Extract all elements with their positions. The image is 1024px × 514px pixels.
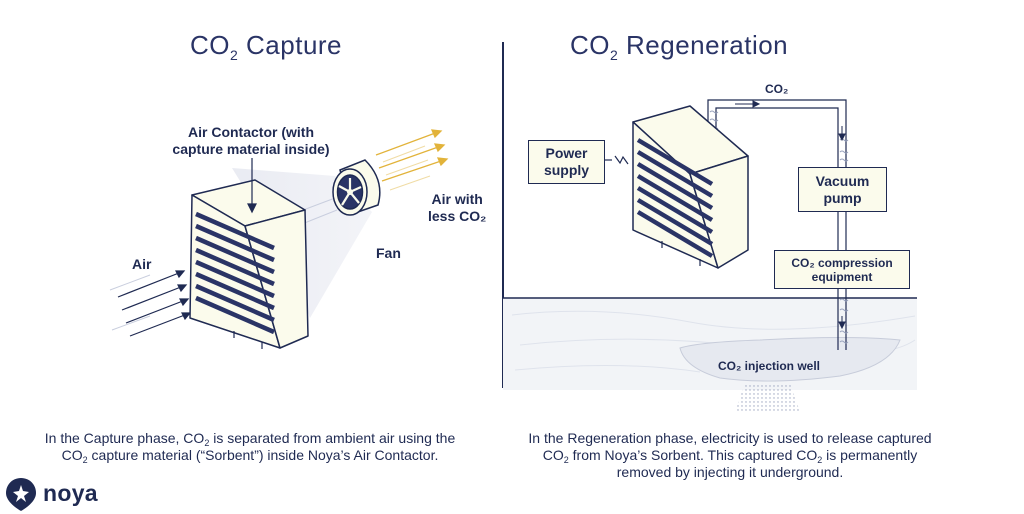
co2-pipe-label: CO₂	[765, 82, 789, 96]
noya-logo: noya	[6, 476, 98, 510]
outgoing-air-arrows	[375, 129, 449, 182]
pipeline-arrows	[735, 100, 846, 330]
capture-title: CO2 Capture	[190, 30, 343, 63]
air-contactor-pointer	[247, 158, 257, 214]
panel-divider	[502, 42, 504, 388]
regeneration-title: CO2 Regeneration	[570, 30, 789, 63]
regeneration-contactor-unit	[632, 105, 749, 269]
air-out-label: Air with less CO₂	[428, 191, 487, 224]
noya-logo-icon	[6, 478, 36, 511]
injection-well-label: CO₂ injection well	[718, 359, 821, 373]
air-label: Air	[132, 256, 152, 272]
co2-pipeline	[707, 99, 847, 350]
power-connector	[605, 155, 629, 165]
noya-logo-icon-space	[6, 476, 37, 510]
fan-unit	[332, 159, 381, 216]
faint-out-lines	[382, 145, 431, 191]
capture-caption: In the Capture phase, CO2 is separated f…	[44, 430, 456, 465]
regeneration-caption: In the Regeneration phase, electricity i…	[528, 430, 932, 480]
brand-name: noya	[43, 479, 98, 506]
incoming-air-arrows	[117, 270, 192, 337]
air-contactor-label: Air Contactor (with capture material ins…	[172, 124, 330, 157]
injection-reservoir	[679, 337, 901, 412]
air-contactor-unit	[189, 179, 309, 349]
fan-label: Fan	[376, 245, 401, 261]
